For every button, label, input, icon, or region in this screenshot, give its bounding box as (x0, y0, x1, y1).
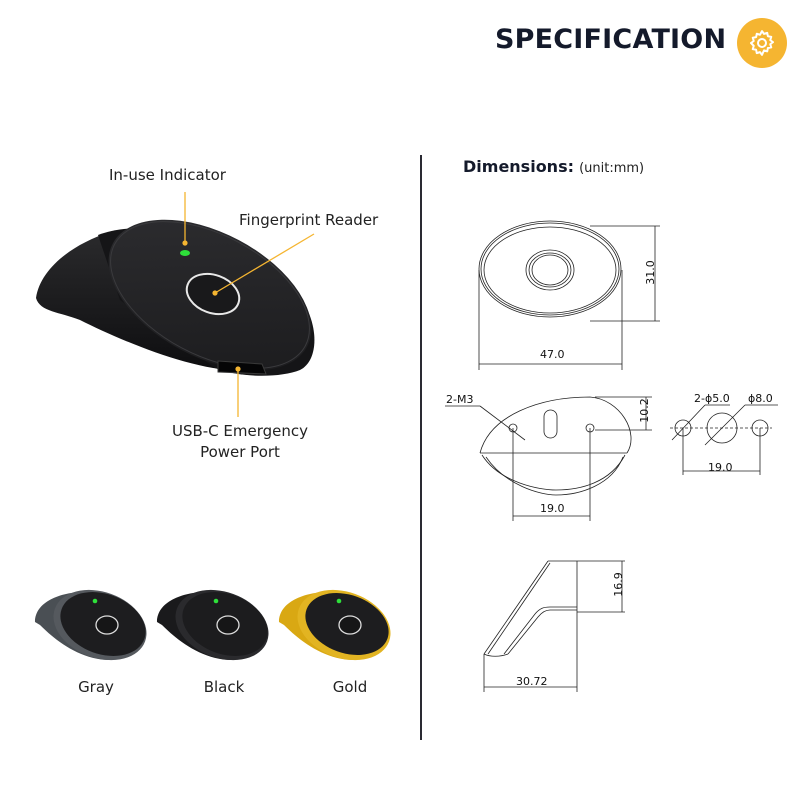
back-view-screw-label: 2-M3 (446, 393, 474, 406)
variant-gray-label: Gray (78, 678, 114, 696)
top-view-height: 31.0 (643, 260, 657, 285)
callout-usb-port-line1: USB-C Emergency (171, 422, 309, 440)
top-view-drawing (478, 220, 660, 370)
dimensions-heading: Dimensions: (unit:mm) (463, 157, 644, 176)
side-view-depth: 30.72 (516, 675, 548, 688)
top-view-width: 47.0 (540, 348, 565, 361)
dimensions-unit: (unit:mm) (579, 161, 645, 176)
variant-gold-image (279, 589, 391, 661)
column-divider (420, 155, 422, 740)
callout-fingerprint-reader: Fingerprint Reader (239, 211, 379, 229)
color-variants-images (35, 589, 391, 661)
side-view-height: 16.9 (611, 572, 625, 597)
indicator-light (180, 250, 190, 256)
callout-usb-port: USB-C Emergency Power Port (150, 422, 330, 461)
main-device-image (36, 192, 315, 417)
callout-usb-port-line2: Power Port (200, 443, 280, 461)
back-view-hole-spacing: 19.0 (540, 502, 565, 515)
variant-black-label: Black (203, 678, 245, 696)
hole-pattern-small-holes: 2-ϕ5.0 (694, 392, 730, 405)
back-view-height: 10.2 (637, 398, 651, 423)
hole-pattern-center-hole: ϕ8.0 (748, 392, 773, 405)
page-title: SPECIFICATION (495, 24, 727, 55)
hole-pattern-drawing (670, 404, 778, 475)
variant-gold-label: Gold (332, 678, 368, 696)
back-view-drawing (445, 396, 652, 521)
hole-pattern-spacing: 19.0 (708, 461, 733, 474)
variant-gray-image (35, 589, 147, 661)
dimensions-title: Dimensions: (463, 157, 574, 176)
variant-black-image (157, 589, 269, 661)
side-view-drawing (483, 560, 625, 692)
callout-in-use-indicator: In-use Indicator (109, 166, 226, 184)
gear-icon (737, 18, 787, 68)
